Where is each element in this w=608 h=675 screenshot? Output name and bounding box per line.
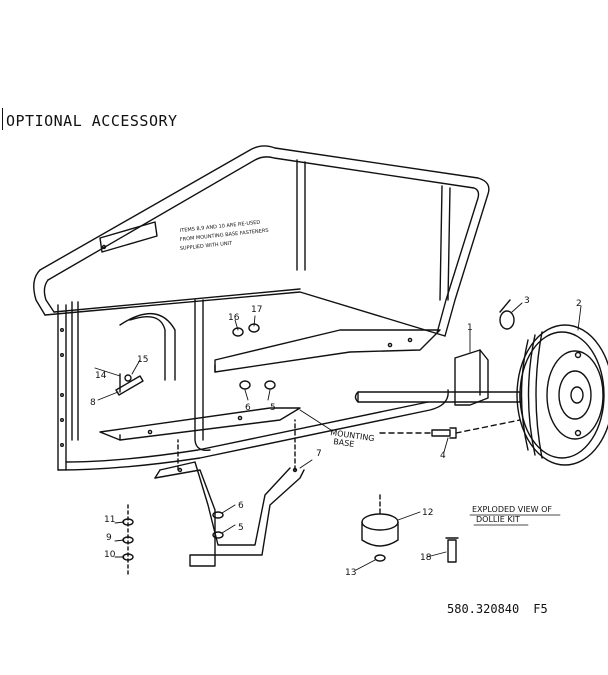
part-label-11: 11 xyxy=(104,515,115,525)
catalog-number: 580.320840 F5 xyxy=(447,602,548,616)
part-label-4: 4 xyxy=(440,451,446,461)
title-bracket xyxy=(2,108,3,130)
wheel xyxy=(516,324,608,466)
callouts: MOUNTING BASE EXPLODED VIEW OF DOLLIE KI… xyxy=(330,428,553,524)
rubber-foot xyxy=(361,494,459,563)
part-label-1: 1 xyxy=(467,323,473,333)
part-label-6a: 6 xyxy=(245,403,251,413)
leader-lines xyxy=(94,302,582,571)
part-label-17: 17 xyxy=(251,305,262,315)
part-label-7: 7 xyxy=(316,449,322,459)
part-label-6b: 6 xyxy=(238,501,244,511)
part-label-13: 13 xyxy=(345,568,356,578)
support-stand xyxy=(154,419,305,567)
part-label-3: 3 xyxy=(524,296,530,306)
reuse-note: ITEMS 8,9 AND 10 ARE RE-USED FROM MOUNTI… xyxy=(180,220,269,252)
part-label-8: 8 xyxy=(90,398,96,408)
mounting-base-label-2: BASE xyxy=(333,437,355,449)
part-label-2: 2 xyxy=(576,299,582,309)
part-label-16: 16 xyxy=(228,313,240,323)
exploded-view-label-2: DOLLIE KIT xyxy=(476,515,520,524)
part-label-5a: 5 xyxy=(270,403,276,413)
part-label-14: 14 xyxy=(95,371,107,381)
part-label-10: 10 xyxy=(104,550,116,560)
part-label-12: 12 xyxy=(422,508,433,518)
part-label-15: 15 xyxy=(137,355,148,365)
part-label-18: 18 xyxy=(420,553,432,563)
mounting-base xyxy=(99,329,441,441)
page-title: OPTIONAL ACCESSORY xyxy=(6,112,178,130)
part-label-9: 9 xyxy=(106,533,112,543)
figure-number: F5 xyxy=(533,602,548,616)
callout-underline xyxy=(469,514,561,526)
exploded-view-label: EXPLODED VIEW OF xyxy=(472,505,552,514)
axle-assembly xyxy=(354,299,521,439)
catalog-number-text: 580.320840 xyxy=(447,602,520,616)
svg-text:SUPPLIED WITH UNIT: SUPPLIED WITH UNIT xyxy=(180,240,234,252)
part-number-labels: 2 3 1 4 7 8 14 15 16 17 6 5 6 5 12 13 18… xyxy=(90,296,582,578)
cart-frame xyxy=(33,145,490,471)
part-label-5b: 5 xyxy=(238,523,244,533)
